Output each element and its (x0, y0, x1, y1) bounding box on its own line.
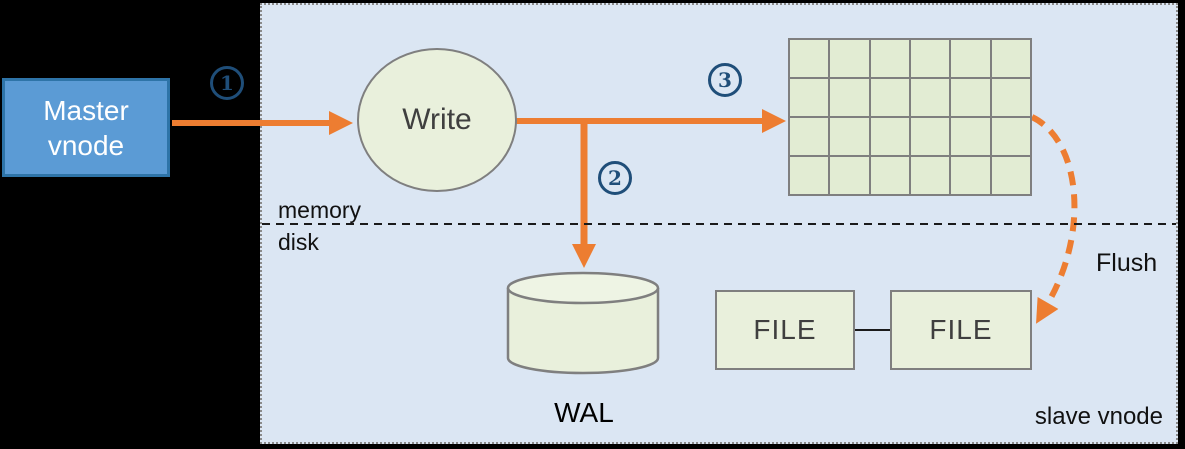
step1-badge: 1 (210, 66, 244, 100)
file-box-1-label: FILE (753, 314, 817, 345)
memtable-cell (910, 157, 950, 194)
memtable-cell (830, 118, 869, 155)
slave-vnode-label: slave vnode (1034, 403, 1163, 430)
memtable-cell (870, 40, 909, 77)
memtable-cell (910, 40, 950, 77)
memtable-cell (991, 118, 1030, 155)
step3-number: 3 (718, 68, 732, 92)
memtable-cell (991, 79, 1030, 116)
memtable-cell (830, 157, 869, 194)
write-node: Write (357, 48, 517, 192)
memtable-cell (790, 40, 829, 77)
step1-number: 1 (220, 71, 234, 95)
memtable-cell (951, 79, 990, 116)
memtable-cell (951, 118, 990, 155)
master-vnode-label-line1: Master (43, 94, 129, 126)
memtable-cell (790, 79, 829, 116)
memtable-cell (951, 40, 990, 77)
memtable-cell (991, 40, 1030, 77)
disk-label: disk (278, 229, 319, 255)
step3-badge: 3 (708, 63, 742, 97)
wal-label: WAL (554, 397, 614, 428)
memtable-cell (910, 79, 950, 116)
file-box-1: FILE (715, 290, 855, 370)
memtable-cell (790, 157, 829, 194)
memtable-cell (991, 157, 1030, 194)
master-vnode-box: Master vnode (2, 78, 170, 177)
memtable-cell (951, 157, 990, 194)
memory-label: memory (278, 197, 362, 223)
memtable-cell (830, 40, 869, 77)
memtable-cell (790, 118, 829, 155)
memtable-grid (788, 38, 1032, 196)
file-box-2-label: FILE (929, 314, 993, 345)
memtable-cell (870, 118, 909, 155)
write-node-label: Write (402, 103, 472, 136)
master-vnode-label-line2: vnode (47, 129, 125, 161)
step2-badge: 2 (598, 161, 632, 195)
memtable-cell (870, 79, 909, 116)
memtable-cell (910, 118, 950, 155)
file-box-2: FILE (890, 290, 1032, 370)
flush-label: Flush (1096, 249, 1158, 277)
step2-number: 2 (608, 166, 622, 190)
memtable-cell (830, 79, 869, 116)
memtable-cell (870, 157, 909, 194)
